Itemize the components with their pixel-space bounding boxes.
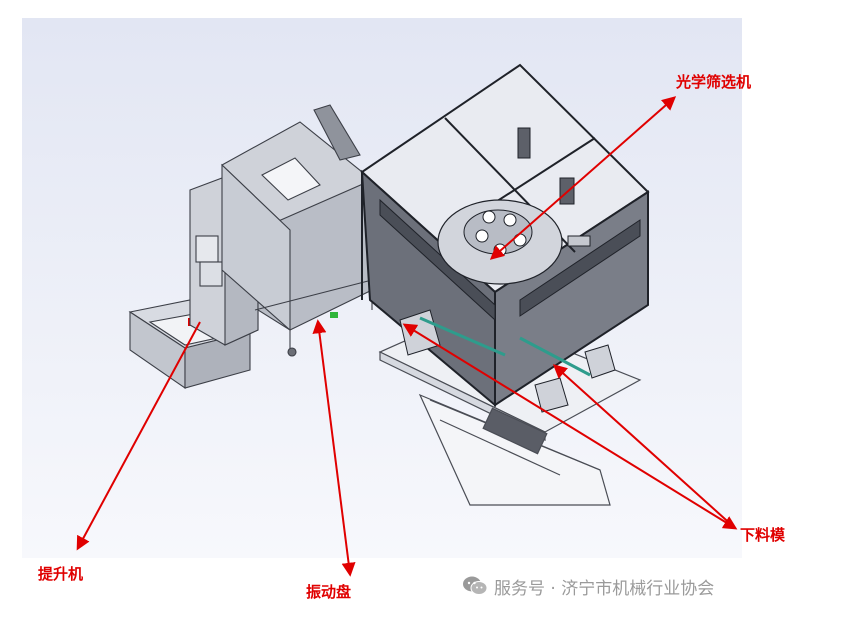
- arrow-vibratory-bowl: [312, 319, 356, 577]
- label-optical-screening: 光学筛选机: [676, 73, 752, 91]
- annotation-arrows: [76, 96, 738, 577]
- arrow-optical-screening: [489, 96, 677, 260]
- label-unloading-module: 下料模: [740, 526, 786, 544]
- arrow-unloading-1: [402, 323, 738, 530]
- vibratory-bowl-machine: [221, 104, 373, 357]
- wechat-icon: [463, 576, 488, 595]
- arrow-hoist: [76, 321, 201, 551]
- arrow-unloading-2: [552, 364, 736, 529]
- watermark: 服务号 · 济宁市机械行业协会: [462, 573, 807, 599]
- label-hoist: 提升机: [38, 565, 84, 583]
- label-vibratory-bowl: 振动盘: [306, 583, 352, 601]
- watermark-text: 服务号 · 济宁市机械行业协会: [494, 578, 715, 599]
